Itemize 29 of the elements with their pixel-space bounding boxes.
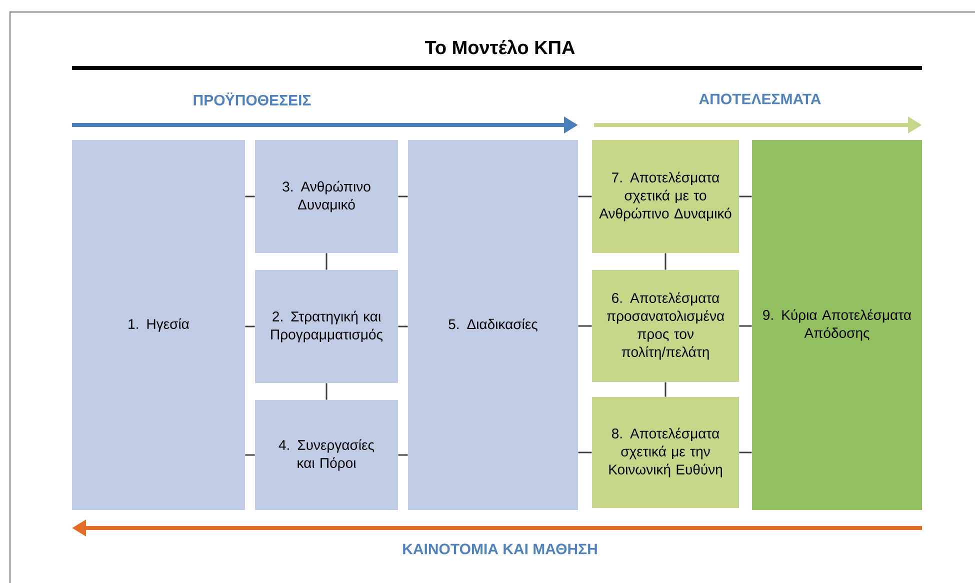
criterion-box: 6. Αποτελέσματα προσανατολισμένα προς τον πολίτη/πελάτη xyxy=(592,270,739,382)
criterion-box: 2. Στρατηγική και Προγραμματισμός xyxy=(255,270,398,383)
connector xyxy=(664,253,666,270)
criterion-box: 7. Αποτελέσματα σχετικά με το Ανθρώπινο Δυναμικό xyxy=(592,140,739,253)
connector xyxy=(398,196,408,198)
connector xyxy=(578,452,592,454)
connector xyxy=(398,326,408,328)
criterion-box: 3. Ανθρώπινο Δυναμικό xyxy=(255,140,398,253)
connector xyxy=(245,326,255,328)
connector xyxy=(739,452,752,454)
section-label: ΠΡΟΫΠΟΘΕΣΕΙΣ xyxy=(194,92,311,106)
connector xyxy=(664,382,666,397)
section-label: ΑΠΟΤΕΛΕΣΜΑΤΑ xyxy=(699,94,821,104)
connector xyxy=(739,196,752,198)
criterion-box: 8. Αποτελέσματα σχετικά με την Κοινωνική Ευθύνη xyxy=(592,397,739,508)
connector xyxy=(578,325,592,327)
criterion-box: 4. Συνεργασίες και Πόροι xyxy=(255,400,398,510)
connector xyxy=(398,454,408,456)
block: 1. Ηγεσία xyxy=(72,140,245,510)
connector xyxy=(326,383,328,400)
section-label: ΚΑΙΝΟΤΟΜΙΑ ΚΑΙ ΜΑΘΗΣΗ xyxy=(403,544,597,554)
connector xyxy=(245,196,255,198)
connector xyxy=(739,325,752,327)
connector xyxy=(326,253,328,270)
connector xyxy=(245,454,255,456)
block: 9. Κύρια Αποτελέσματα Απόδοσης xyxy=(752,140,922,510)
title: Το Μοντέλο ΚΠΑ xyxy=(424,40,575,54)
block: 5. Διαδικασίες xyxy=(408,140,578,510)
connector xyxy=(578,196,592,198)
